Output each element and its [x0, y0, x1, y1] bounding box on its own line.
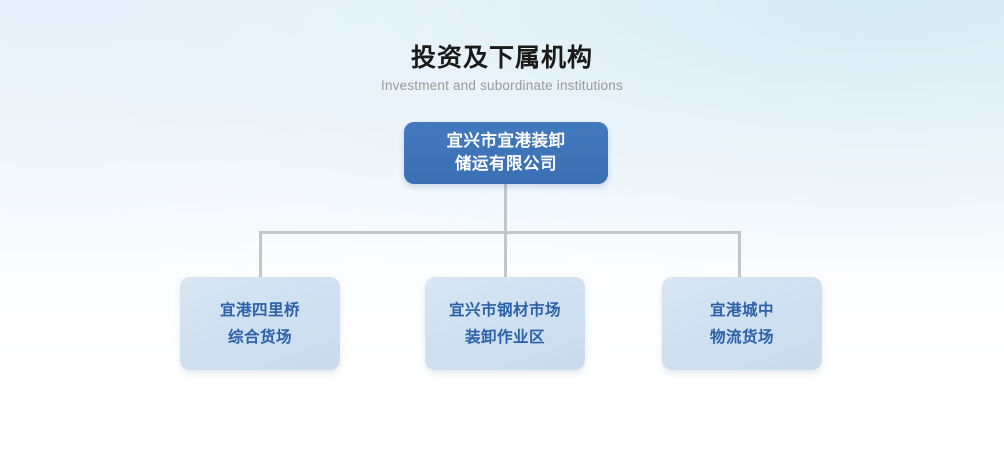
org-node-child-3-line-1: 宜港城中 — [709, 301, 774, 319]
org-node-child-1-line-1: 宜港四里桥 — [219, 301, 300, 319]
org-node-root-line-2: 储运有限公司 — [455, 155, 557, 173]
org-node-root-line-1: 宜兴市宜港装卸 — [446, 132, 566, 150]
connector-drop-child-1 — [259, 231, 262, 278]
org-node-root[interactable]: 宜兴市宜港装卸 储运有限公司 — [404, 122, 608, 184]
connector-horizontal-bus — [259, 231, 741, 234]
page-subtitle: Investment and subordinate institutions — [381, 78, 623, 93]
org-node-child-3[interactable]: 宜港城中 物流货场 — [662, 277, 822, 370]
org-node-child-2-line-1: 宜兴市钢材市场 — [448, 301, 561, 319]
connector-drop-child-3 — [738, 231, 741, 278]
org-node-child-1[interactable]: 宜港四里桥 综合货场 — [180, 277, 340, 370]
org-node-child-2[interactable]: 宜兴市钢材市场 装卸作业区 — [425, 277, 585, 370]
page-title: 投资及下属机构 — [410, 44, 593, 72]
org-node-child-3-line-2: 物流货场 — [709, 328, 774, 346]
org-node-child-1-line-2: 综合货场 — [227, 328, 292, 346]
page-heading: 投资及下属机构 Investment and subordinate insti… — [0, 42, 1004, 95]
org-node-child-2-line-2: 装卸作业区 — [464, 328, 545, 346]
connector-root-stem — [504, 183, 507, 234]
connector-drop-child-2 — [504, 231, 507, 278]
